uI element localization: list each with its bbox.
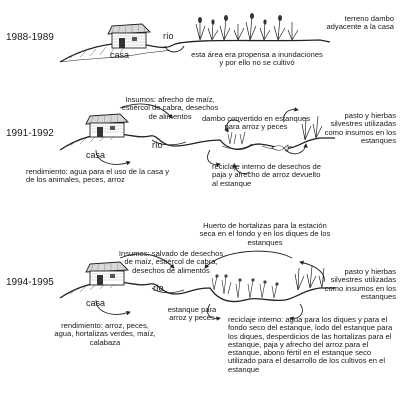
house-1988 (107, 23, 152, 49)
grass-inputs-note: pasto y hierbas silvestres utilizadas co… (324, 267, 396, 301)
flow-arrows (95, 250, 325, 321)
river-label: río (153, 283, 164, 293)
yield-note: rendimiento: agua para el uso de la casa… (26, 167, 170, 185)
river-channel (164, 45, 185, 53)
inputs-note: Insumos: afrecho de maíz, estiércol de c… (121, 95, 219, 121)
mound-hatching (69, 44, 127, 59)
grass-inputs-note: pasto y hierbas silvestres utilizadas co… (324, 111, 396, 145)
house-label: casa (86, 150, 106, 160)
panel-1994-artwork (59, 250, 335, 321)
panel-1991-artwork (59, 103, 335, 175)
year-label-1994: 1994-1995 (6, 277, 54, 288)
recycling-note: reciclaje interno: agua para los diques … (228, 315, 393, 374)
wild-vegetation (195, 15, 299, 41)
yield-note: rendimiento: arroz, peces, agua, hortali… (54, 321, 156, 347)
wild-grass (294, 265, 325, 291)
fish-icon (271, 144, 289, 152)
dambo-side-note: terreno dambo adyacente a la casa (326, 14, 394, 32)
ground-line (59, 39, 331, 63)
dambo-ponds-note: dambo convertido en estanques para arroz… (201, 114, 311, 132)
house-label: casa (110, 50, 130, 60)
river-label: río (152, 140, 163, 150)
vegetable-garden-note: Huerto de hortalizas para la estación se… (199, 221, 331, 247)
panel-1988-artwork (59, 13, 331, 63)
inputs-note: Insumos: salvado de desechos de maíz, es… (118, 249, 224, 275)
year-label-1991: 1991-1992 (6, 128, 54, 139)
flow-arrows (95, 103, 308, 175)
wild-grass (301, 115, 323, 141)
river-label: río (163, 31, 174, 41)
house-label: casa (86, 298, 106, 308)
vegetable-garden (211, 275, 278, 299)
rice-plants (227, 131, 246, 145)
flood-note: esta área era propensa a inundaciones y … (191, 50, 323, 68)
house-1994 (85, 261, 130, 286)
recycling-note: reciclaje interno de desechos de paja y … (212, 162, 321, 188)
house-1991 (85, 113, 130, 138)
year-label-1988: 1988-1989 (6, 32, 54, 43)
rice-fish-pond-note: estanque para arroz y peces (167, 305, 217, 323)
